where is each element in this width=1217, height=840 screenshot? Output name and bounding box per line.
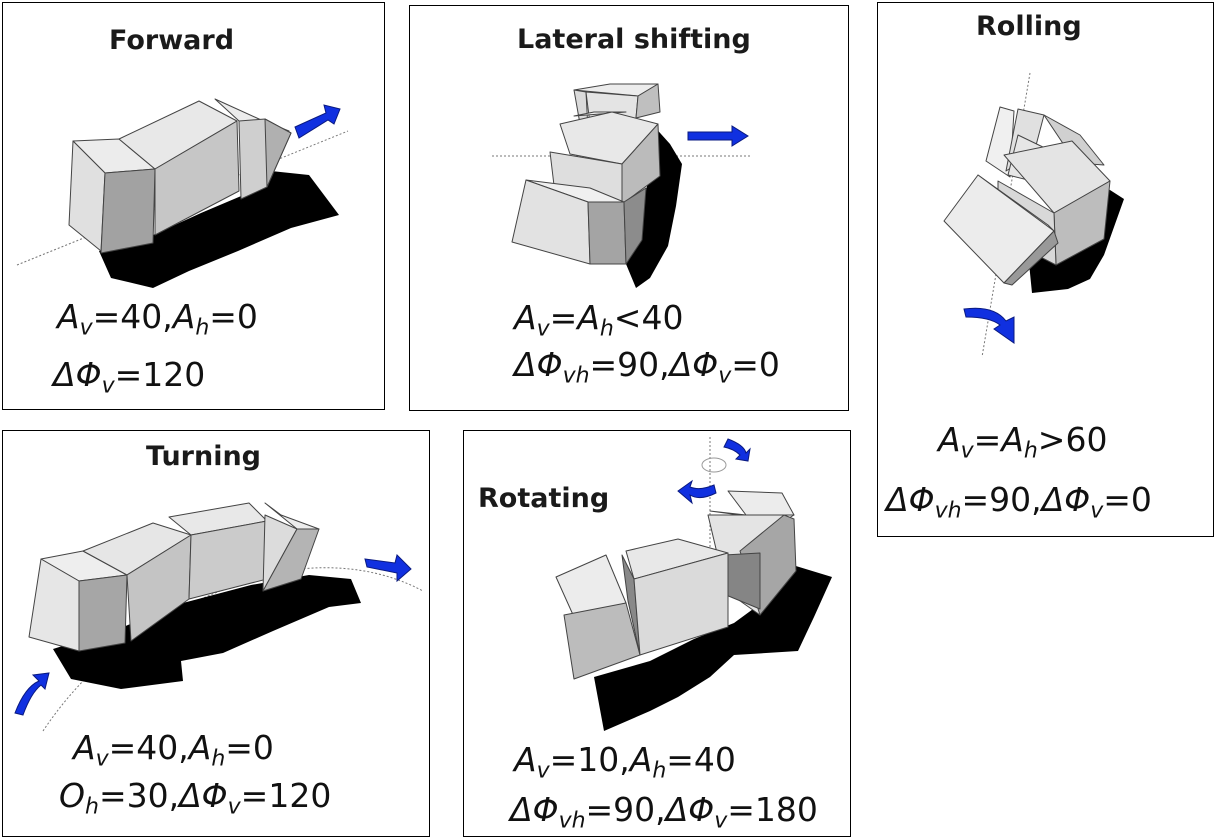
rolling-robot-illustration <box>943 72 1124 358</box>
arrow-right-icon <box>687 125 749 147</box>
trajectory-line <box>16 130 349 266</box>
robot-shadow <box>53 575 361 689</box>
panel-title: Rolling <box>976 11 1082 42</box>
robot-modules <box>68 98 292 254</box>
arrow-right-icon <box>294 104 341 139</box>
rotating-robot-illustration <box>555 437 832 731</box>
curved-arrow-icon <box>14 672 50 716</box>
param-line-1: Av=40,Ah=0 <box>73 728 274 772</box>
panel-turning: Turning Av=40,Ah=0 Oh=30,ΔΦv=120 <box>2 430 430 837</box>
param-line-2: ΔΦvh=90,ΔΦv=0 <box>886 480 1152 524</box>
turning-robot-illustration <box>14 502 424 732</box>
rotate-arrow-icon <box>677 479 717 505</box>
rotate-arrow-icon <box>723 438 751 462</box>
robot-modules <box>511 83 661 265</box>
panel-forward: Forward Av=40,Ah=0 ΔΦv=120 <box>2 2 385 410</box>
robot-modules <box>28 502 320 652</box>
panel-rolling: Rolling Av=Ah>60 ΔΦvh=90,ΔΦv=0 <box>877 2 1214 537</box>
curved-arrow-icon <box>963 307 1015 344</box>
param-line-2: Oh=30,ΔΦv=120 <box>59 776 332 820</box>
panel-title: Turning <box>146 441 262 472</box>
robot-shadow <box>99 171 339 288</box>
arrow-right-icon <box>364 554 412 583</box>
robot-shadow <box>594 563 832 731</box>
param-line-2: ΔΦvh=90,ΔΦv=0 <box>514 345 780 389</box>
param-line-2: ΔΦvh=90,ΔΦv=180 <box>510 790 818 834</box>
robot-modules <box>943 106 1111 286</box>
panel-title: Forward <box>109 25 235 56</box>
panel-title: Lateral shifting <box>517 24 751 55</box>
robot-modules <box>555 490 797 680</box>
param-line-1: Av=Ah>60 <box>938 420 1108 464</box>
param-line-1: Av=40,Ah=0 <box>57 297 258 341</box>
rotation-ring <box>701 457 727 473</box>
param-line-1: Av=Ah<40 <box>514 298 684 342</box>
param-line-1: Av=10,Ah=40 <box>514 740 736 784</box>
lateral-robot-illustration <box>492 83 750 288</box>
forward-robot-illustration <box>16 98 349 288</box>
robot-shadow <box>626 124 682 288</box>
param-line-2: ΔΦv=120 <box>53 355 206 399</box>
panel-lateral-shifting: Lateral shifting Av=Ah<40 ΔΦvh=90,ΔΦv=0 <box>409 5 849 411</box>
panel-rotating: Rotating Av=10,Ah=40 ΔΦvh=90,ΔΦv=180 <box>463 430 851 837</box>
panel-title: Rotating <box>478 483 610 514</box>
